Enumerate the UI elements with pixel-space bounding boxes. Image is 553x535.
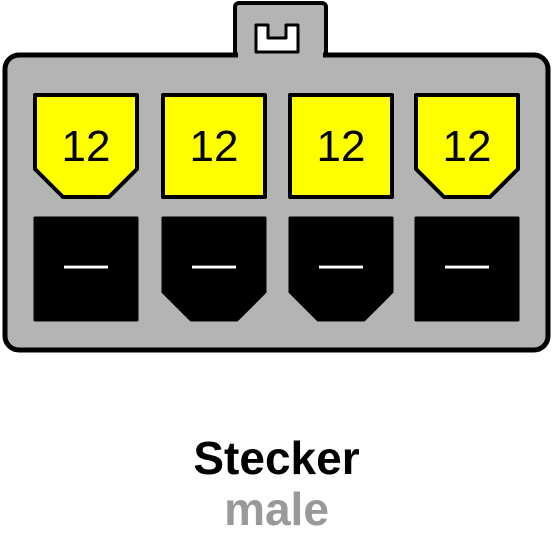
pin-12v: 12 <box>288 93 394 199</box>
pin-ground: — <box>288 216 394 322</box>
pin-row-12v: 12 12 12 12 <box>33 93 520 199</box>
connector-title: Stecker <box>193 432 360 484</box>
pin-12v-label: 12 <box>62 122 111 171</box>
pin-12v-label: 12 <box>443 122 492 171</box>
pin-12v-body <box>161 93 267 199</box>
pin-ground-body <box>161 216 267 322</box>
pin-ground-body <box>33 216 139 322</box>
pin-12v-body <box>414 93 520 199</box>
pin-row-ground: — — — — <box>33 216 520 322</box>
pin-ground-label: — <box>64 239 108 288</box>
pin-ground-body <box>288 216 394 322</box>
pin-12v-body <box>33 93 139 199</box>
connector-diagram: 12 12 12 12 — — — — <box>2 1 551 353</box>
pin-12v-label: 12 <box>190 122 239 171</box>
pin-12v: 12 <box>161 93 267 199</box>
pin-ground-label: — <box>319 239 363 288</box>
pin-ground-label: — <box>445 239 489 288</box>
pin-12v: 12 <box>414 93 520 199</box>
pin-ground-body <box>414 216 520 322</box>
connector-subtitle: male <box>224 483 329 535</box>
pin-12v-label: 12 <box>317 122 366 171</box>
pin-ground: — <box>161 216 267 322</box>
pin-12v-body <box>288 93 394 199</box>
pin-ground-label: — <box>192 239 236 288</box>
pin-12v: 12 <box>33 93 139 199</box>
latch-hook <box>254 23 300 54</box>
pin-ground: — <box>414 216 520 322</box>
pin-ground: — <box>33 216 139 322</box>
